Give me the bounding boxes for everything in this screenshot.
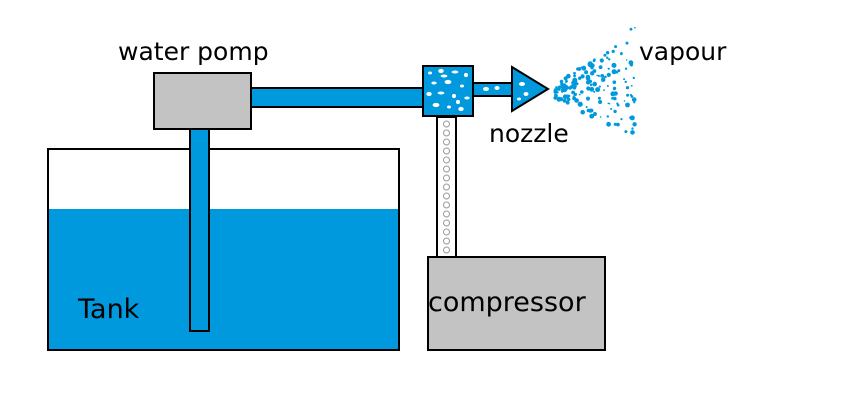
mixer-bubbles	[426, 68, 470, 112]
compressor-label: compressor	[428, 287, 587, 318]
compressor	[427, 256, 606, 351]
tank-outline	[47, 148, 400, 351]
suction-pipe	[189, 127, 210, 332]
tank-water	[48, 209, 399, 350]
tank	[47, 148, 400, 351]
vapour-label: vapour	[639, 37, 727, 66]
mixing-chamber	[422, 65, 474, 117]
water-pump-label: water pomp	[118, 37, 269, 66]
nozzle-feed-pipe	[472, 82, 513, 97]
vapour-spray	[553, 26, 637, 135]
nozzle-label: nozzle	[489, 119, 569, 148]
air-bubbles	[443, 120, 450, 254]
delivery-pipe	[250, 87, 424, 108]
water-pump	[153, 72, 252, 130]
nozzle	[511, 65, 550, 113]
air-line	[436, 116, 457, 259]
tank-label: Tank	[77, 294, 140, 325]
